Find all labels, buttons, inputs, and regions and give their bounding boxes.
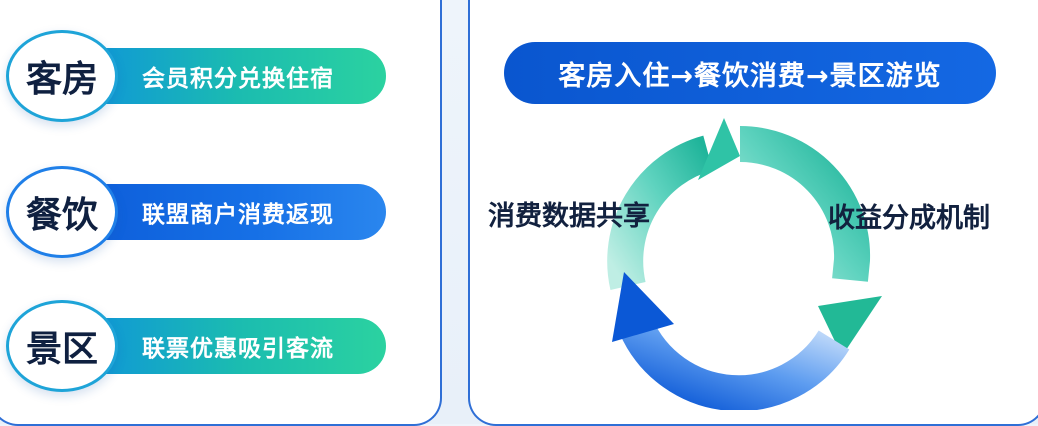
- scenic-circle: 景区: [6, 300, 118, 392]
- label-revenue-sharing: 收益分成机制: [828, 203, 990, 234]
- left-arrow-head: [612, 272, 674, 342]
- cycle-arrows-icon: [607, 118, 882, 410]
- flow-title-banner: 客房入住→餐饮消费→景区游览: [504, 42, 996, 104]
- upper-right-arc: [739, 126, 871, 282]
- row-dining: 联盟商户消费返现 餐饮: [0, 162, 420, 258]
- row-scenic: 联票优惠吸引客流 景区: [0, 296, 420, 392]
- rooms-desc: 会员积分兑换住宿: [142, 66, 334, 92]
- label-data-sharing: 消费数据共享: [488, 201, 650, 232]
- right-arrow-head: [818, 296, 882, 356]
- dining-desc: 联盟商户消费返现: [142, 202, 334, 228]
- dining-circle: 餐饮: [6, 166, 118, 258]
- scenic-desc: 联票优惠吸引客流: [142, 336, 334, 362]
- dining-label: 餐饮: [25, 195, 98, 236]
- upper-arrow-head: [698, 118, 740, 180]
- flow-title: 客房入住→餐饮消费→景区游览: [558, 60, 942, 92]
- lower-arc: [619, 318, 850, 410]
- row-rooms: 会员积分兑换住宿 客房: [0, 26, 420, 122]
- rooms-label: 客房: [25, 59, 98, 100]
- rooms-circle: 客房: [6, 30, 118, 122]
- upper-left-arc: [607, 135, 714, 290]
- scenic-label: 景区: [25, 329, 98, 370]
